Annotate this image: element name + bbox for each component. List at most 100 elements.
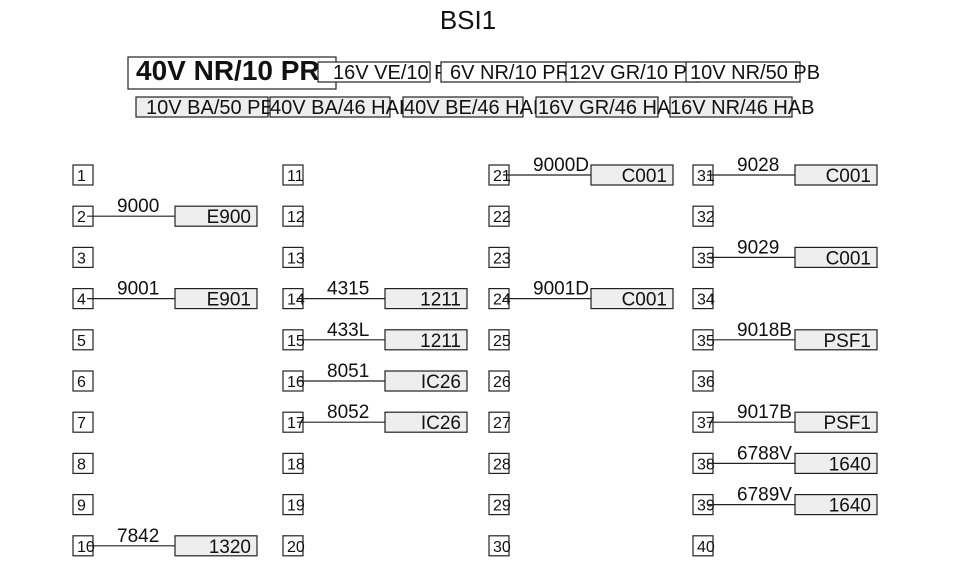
pin-box <box>72 329 94 351</box>
destination-label: E901 <box>207 290 251 311</box>
pin-number: 34 <box>697 292 715 309</box>
pin-number: 15 <box>287 333 305 350</box>
pin-number: 20 <box>287 539 305 556</box>
destination-label: 1320 <box>209 537 251 558</box>
pin-box <box>488 494 510 516</box>
connector-variant: 16V VE/10 PR <box>333 62 462 84</box>
wire-label: 9028 <box>737 155 779 176</box>
pin-number: 18 <box>287 456 305 473</box>
pin-box <box>72 164 94 186</box>
pin-number: 10 <box>77 539 95 556</box>
connector-variant: 6V NR/10 PR <box>450 62 570 84</box>
pin-number: 25 <box>493 333 511 350</box>
pin-number: 26 <box>493 374 511 391</box>
destination-label: E900 <box>207 207 251 228</box>
destination-box <box>590 164 674 186</box>
pin-box <box>72 370 94 392</box>
pin-number: 13 <box>287 250 305 267</box>
wire-label: 9017B <box>737 402 792 423</box>
wire-label: 433L <box>327 320 369 341</box>
pin-number: 1 <box>77 168 86 185</box>
destination-box <box>794 452 878 474</box>
wire-label: 9001D <box>533 279 589 300</box>
pin-number: 38 <box>697 456 715 473</box>
wire-label: 6788V <box>737 443 792 464</box>
destination-box <box>794 164 878 186</box>
connector-variant: 10V NR/50 PB <box>690 62 820 84</box>
pin-box <box>72 494 94 516</box>
destination-label: 1640 <box>829 496 871 517</box>
pin-number: 16 <box>287 374 305 391</box>
destination-label: C001 <box>826 166 871 187</box>
connector-variant-selected: 40V NR/10 PR <box>136 55 320 86</box>
wire-label: 7842 <box>117 526 159 547</box>
connector-box-selected <box>127 56 337 90</box>
wire-label: 9018B <box>737 320 792 341</box>
pin-number: 29 <box>493 498 511 515</box>
pin-box <box>488 535 510 557</box>
wire-label: 9000D <box>533 155 589 176</box>
pin-number: 31 <box>697 168 715 185</box>
connector-variant: 16V NR/46 HAB <box>670 97 815 119</box>
destination-box <box>794 329 878 351</box>
pin-box <box>282 452 304 474</box>
pin-number: 28 <box>493 456 511 473</box>
destination-box <box>794 246 878 268</box>
connector-box <box>669 96 793 118</box>
pin-box <box>282 535 304 557</box>
pin-number: 6 <box>77 374 86 391</box>
pin-box <box>72 411 94 433</box>
destination-label: IC26 <box>421 372 461 393</box>
connector-box <box>269 96 391 118</box>
pin-number: 22 <box>493 209 511 226</box>
wire-label: 9000 <box>117 196 159 217</box>
destination-label: PSF1 <box>823 413 871 434</box>
connector-box <box>317 61 431 83</box>
destination-label: 1211 <box>420 290 461 311</box>
pin-box <box>488 205 510 227</box>
connector-box <box>685 61 801 83</box>
pin-number: 39 <box>697 498 715 515</box>
wire-label: 4315 <box>327 279 369 300</box>
pin-number: 30 <box>493 539 511 556</box>
connector-variant: 10V BA/50 PB <box>146 97 274 119</box>
pin-number: 27 <box>493 415 511 432</box>
destination-box <box>384 411 468 433</box>
pin-columns: 129000E900349001E90156789107842132011121… <box>72 155 878 558</box>
pin-number: 36 <box>697 374 715 391</box>
destination-box <box>174 205 258 227</box>
destination-box <box>794 411 878 433</box>
pin-box <box>692 288 714 310</box>
destination-box <box>384 370 468 392</box>
destination-label: C001 <box>826 248 871 269</box>
pin-box <box>282 494 304 516</box>
connector-variant: 12V GR/10 PR <box>569 62 701 84</box>
connector-row-2: 10V BA/50 PB 40V BA/46 HAB 40V BE/46 HAB… <box>135 96 815 119</box>
pin-box <box>282 246 304 268</box>
pin-number: 35 <box>697 333 715 350</box>
destination-label: IC26 <box>421 413 461 434</box>
pin-number: 12 <box>287 209 305 226</box>
pin-box <box>488 329 510 351</box>
pin-box <box>692 370 714 392</box>
destination-box <box>174 535 258 557</box>
pin-number: 14 <box>287 292 305 309</box>
wire-label: 8051 <box>327 361 369 382</box>
connector-row-1: 40V NR/10 PR 16V VE/10 PR 6V NR/10 PR 12… <box>127 55 820 90</box>
destination-box <box>590 288 674 310</box>
pin-box <box>692 205 714 227</box>
pin-number: 21 <box>493 168 511 185</box>
pin-number: 37 <box>697 415 715 432</box>
destination-box <box>174 288 258 310</box>
pin-number: 32 <box>697 209 715 226</box>
pin-number: 9 <box>77 498 86 515</box>
pin-number: 4 <box>77 292 86 309</box>
pin-box <box>488 452 510 474</box>
pin-number: 5 <box>77 333 86 350</box>
diagram-title: BSI1 <box>440 5 496 35</box>
pin-box <box>488 411 510 433</box>
pin-number: 40 <box>697 539 715 556</box>
wire-label: 6789V <box>737 485 792 506</box>
destination-label: 1640 <box>829 454 871 475</box>
